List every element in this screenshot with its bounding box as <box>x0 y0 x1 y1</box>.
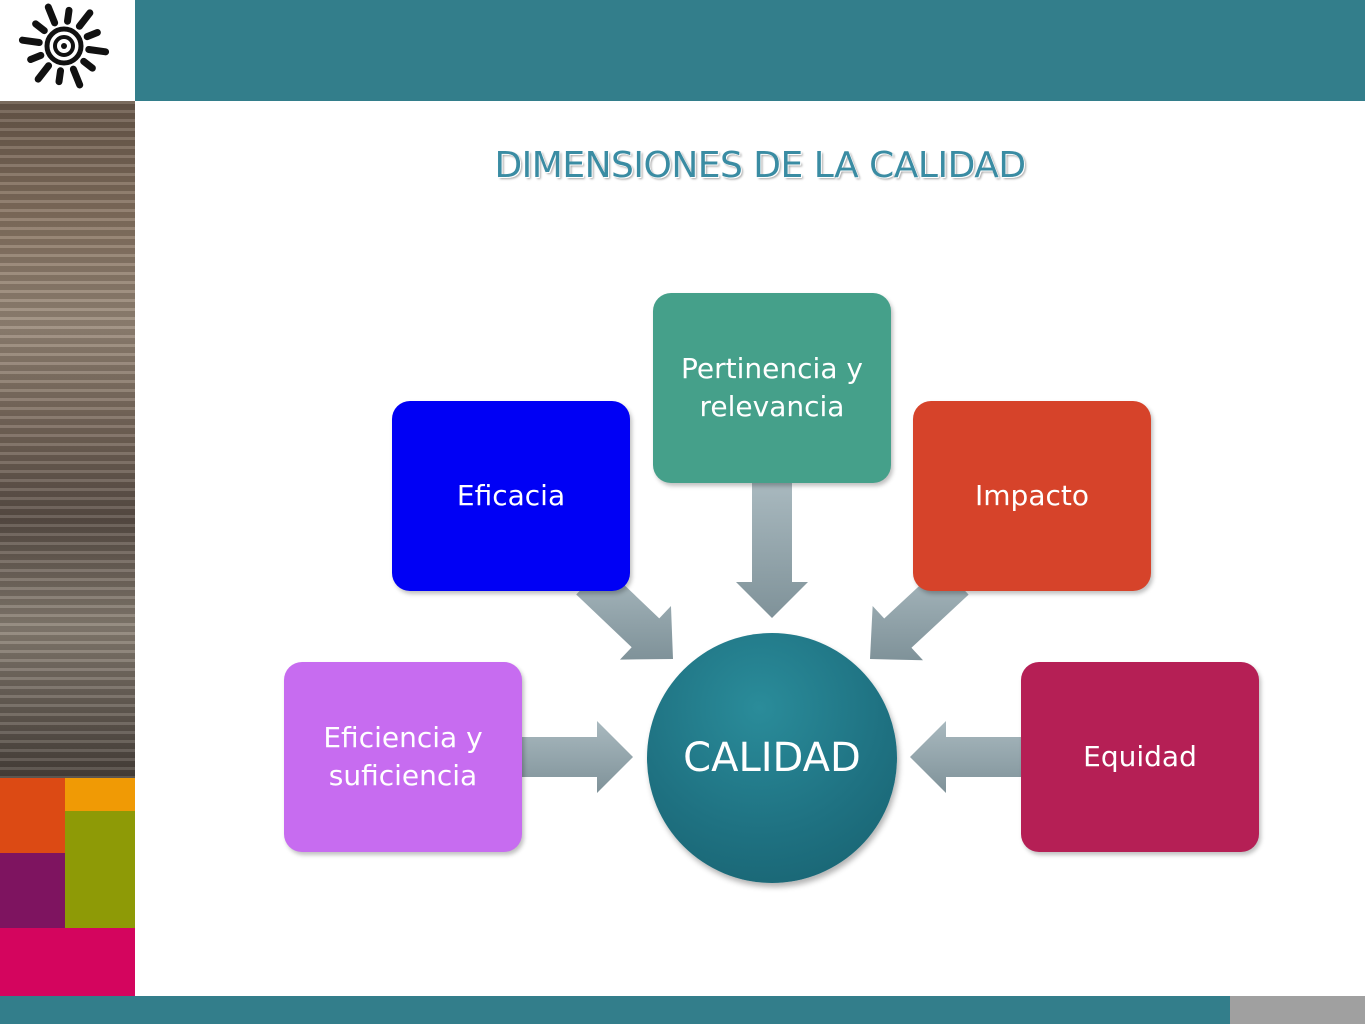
sun-ray <box>80 57 96 72</box>
node-impacto: Impacto <box>913 401 1151 591</box>
sun-ray <box>32 20 48 35</box>
sun-ray <box>55 67 65 86</box>
node-eficiencia: Eficiencia y suficiencia <box>284 662 522 852</box>
sun-ray <box>69 65 84 89</box>
color-block-olive <box>65 811 135 928</box>
node-eficacia: Eficacia <box>392 401 630 591</box>
bottom-corner-block <box>1230 996 1365 1024</box>
node-equidad: Equidad <box>1021 662 1259 852</box>
sun-logo-icon <box>18 3 110 89</box>
top-banner <box>135 0 1365 101</box>
sun-ray <box>34 62 53 83</box>
left-decorative-strip <box>0 0 135 996</box>
sun-ray <box>18 36 43 47</box>
logo-area <box>0 0 135 101</box>
color-block-orange <box>65 778 135 811</box>
color-block-orange-red <box>0 778 65 853</box>
sun-ray <box>85 45 110 56</box>
sun-ray <box>63 6 73 25</box>
sun-ray <box>83 29 101 41</box>
page-title: DIMENSIONES DE LA CALIDAD <box>494 145 1026 186</box>
color-block-magenta <box>0 928 135 996</box>
arrow-eficiencia <box>522 721 633 793</box>
center-calidad: CALIDAD <box>647 633 897 883</box>
students-photo <box>0 101 135 778</box>
sun-ray <box>27 51 45 63</box>
sun-ray <box>44 3 59 27</box>
color-block-purple <box>0 853 65 928</box>
bottom-banner <box>0 996 1230 1024</box>
sun-ray <box>75 9 94 30</box>
arrow-pertinencia <box>736 482 808 618</box>
arrow-equidad <box>910 721 1021 793</box>
node-pertinencia: Pertinencia y relevancia <box>653 293 891 483</box>
